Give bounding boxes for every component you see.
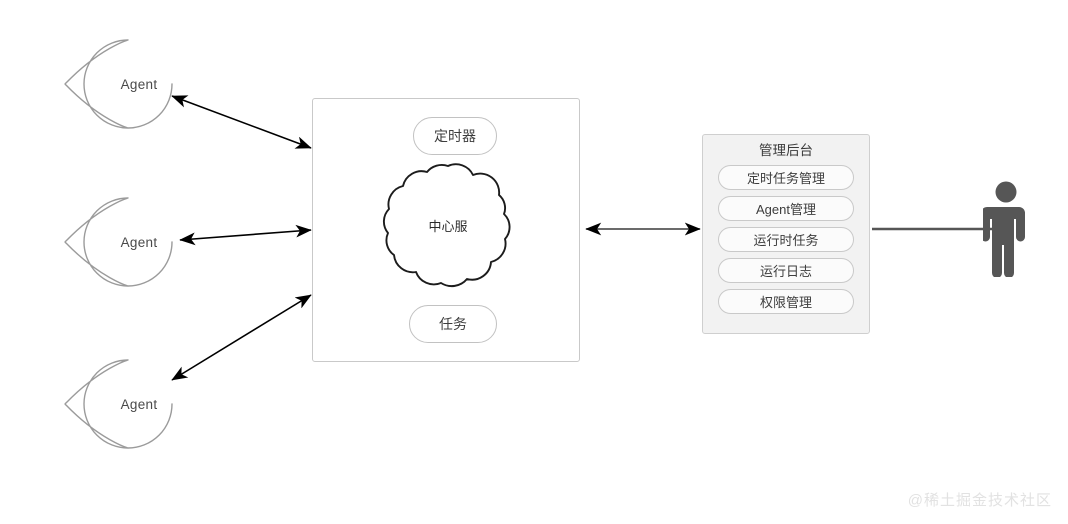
- admin-item-label: 定时任务管理: [746, 171, 825, 186]
- admin-item-run-log[interactable]: 运行日志: [718, 258, 854, 283]
- teardrop-icon: [64, 39, 173, 129]
- agent-label: Agent: [120, 76, 158, 92]
- task-node[interactable]: 任务: [409, 305, 497, 343]
- agent-label: Agent: [120, 234, 158, 250]
- teardrop-icon: [64, 359, 173, 449]
- admin-item-label: Agent管理: [756, 202, 816, 217]
- timer-label: 定时器: [434, 128, 476, 144]
- user-actor[interactable]: [981, 181, 1029, 278]
- admin-item-agent-management[interactable]: Agent管理: [718, 196, 854, 221]
- central-server-cloud[interactable]: 中心服: [381, 161, 515, 289]
- admin-item-label: 权限管理: [759, 295, 812, 310]
- task-label: 任务: [439, 316, 467, 332]
- agent-node-1[interactable]: Agent: [62, 38, 180, 130]
- connector-agent1-center: [171, 95, 312, 149]
- timer-node[interactable]: 定时器: [413, 117, 497, 155]
- admin-item-runtime-task[interactable]: 运行时任务: [718, 227, 854, 252]
- person-icon: [981, 181, 1025, 278]
- admin-item-label: 运行时任务: [753, 233, 819, 248]
- connector-agent2-center: [179, 224, 312, 246]
- agent-label: Agent: [120, 396, 158, 412]
- connector-agent3-center: [171, 294, 312, 381]
- cloud-icon: [382, 163, 511, 288]
- teardrop-icon: [64, 197, 173, 287]
- admin-item-label: 运行日志: [759, 264, 812, 279]
- admin-item-scheduled-task-management[interactable]: 定时任务管理: [718, 165, 854, 190]
- cloud-label: 中心服: [428, 218, 468, 234]
- admin-item-permission-management[interactable]: 权限管理: [718, 289, 854, 314]
- admin-console-panel[interactable]: 管理后台 定时任务管理 Agent管理 运行时任务 运行日志 权限管理: [702, 134, 870, 334]
- admin-panel-title: 管理后台: [759, 143, 813, 158]
- center-service-box[interactable]: 定时器 中心服 任务: [312, 98, 580, 362]
- watermark: @稀土掘金技术社区: [907, 492, 1052, 509]
- agent-node-2[interactable]: Agent: [62, 196, 180, 288]
- agent-node-3[interactable]: Agent: [62, 358, 180, 450]
